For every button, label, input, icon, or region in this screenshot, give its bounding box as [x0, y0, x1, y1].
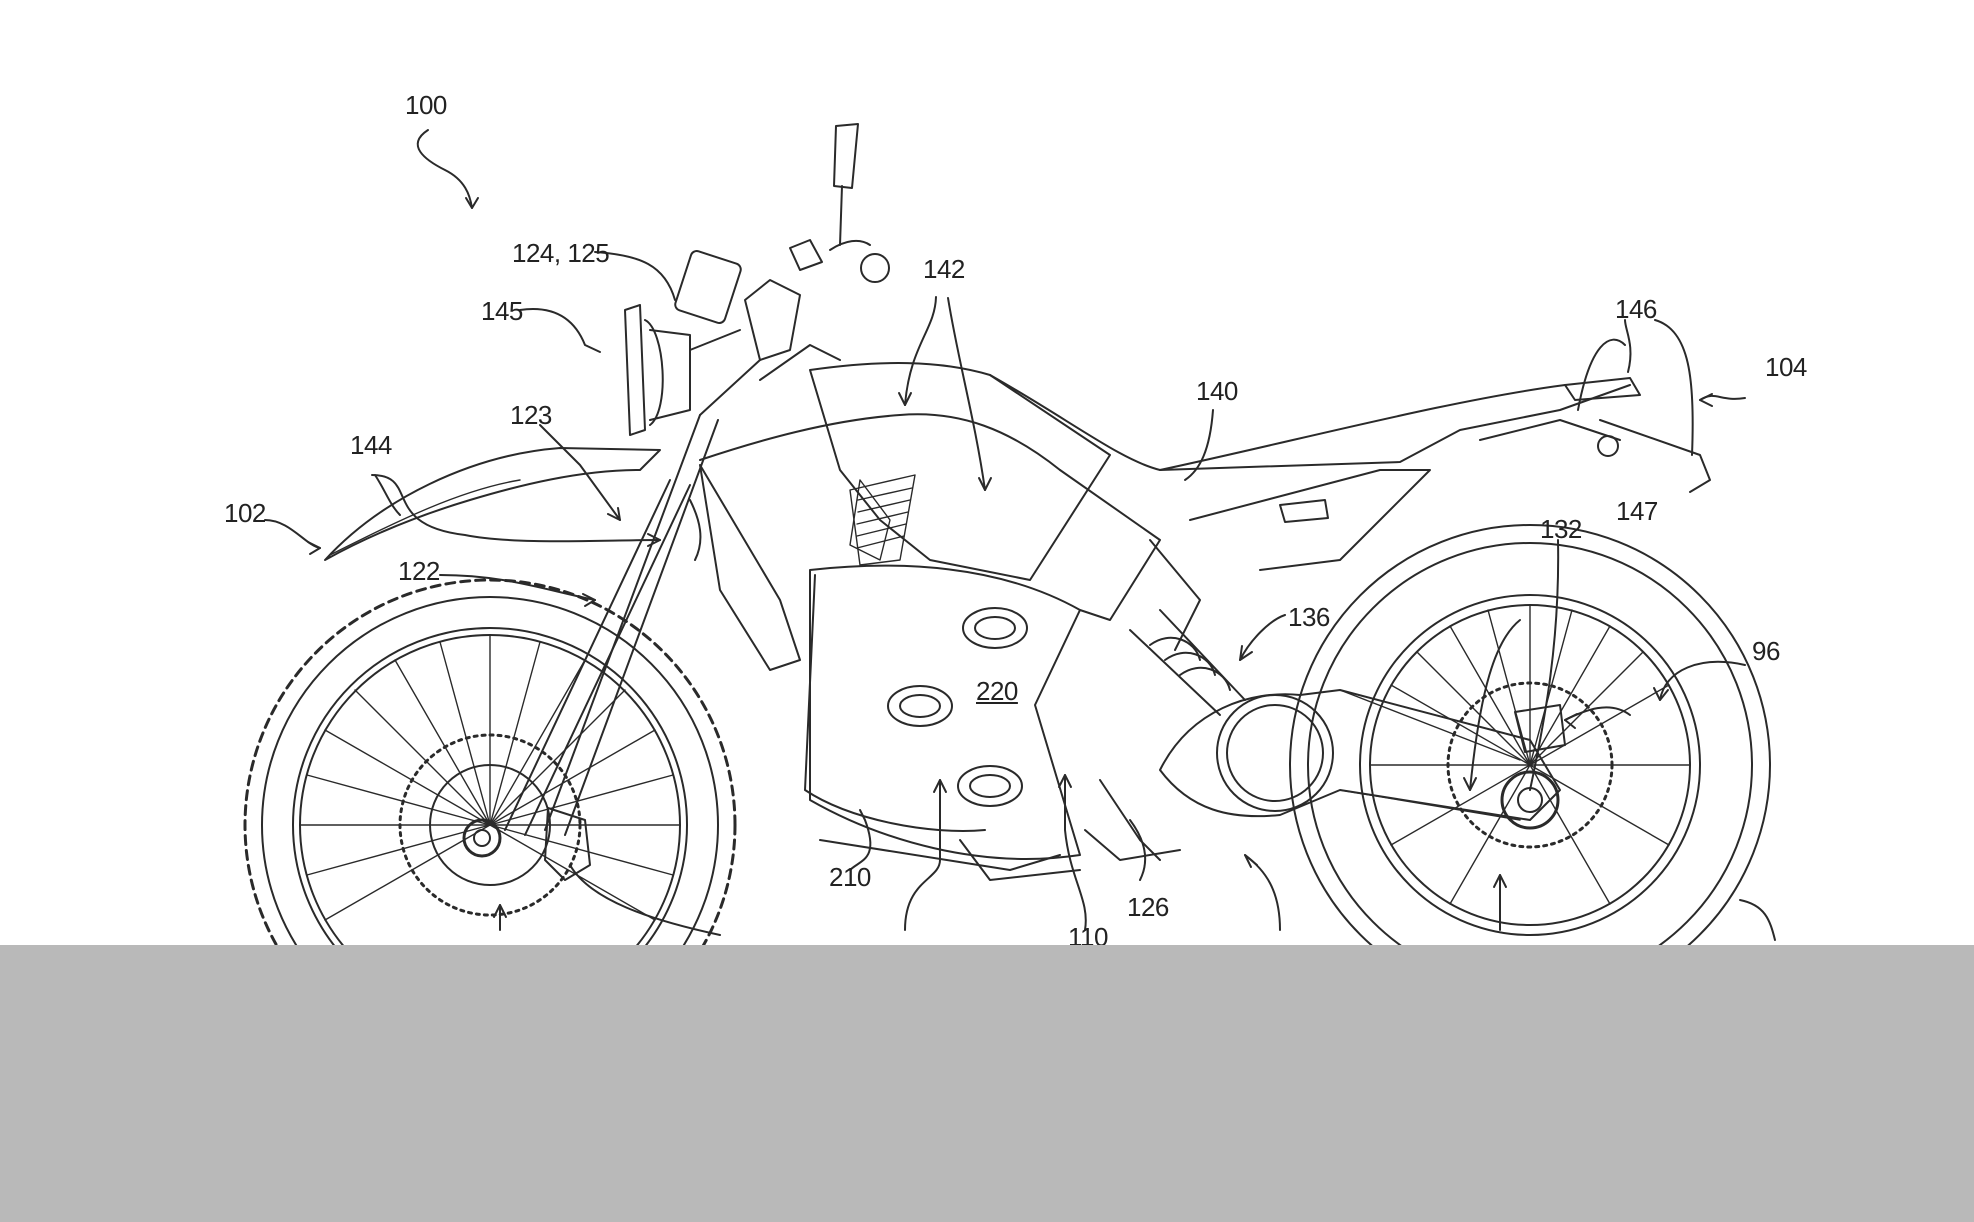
rear-wheel: [1289, 524, 1771, 945]
ref-124-125: 124, 125: [512, 238, 610, 268]
ref-126: 126: [1127, 892, 1169, 922]
front-spokes: [299, 634, 681, 921]
patent-drawing: 100 124, 125 145 142 123 144 102 122 140…: [224, 90, 1807, 945]
ref-100: 100: [405, 90, 447, 120]
battery-housing: [804, 564, 1081, 881]
ref-147: 147: [1616, 496, 1658, 526]
ref-96: 96: [1752, 636, 1780, 666]
ref-144: 144: [350, 430, 392, 460]
front-fork: [504, 414, 719, 836]
ref-123: 123: [510, 400, 552, 430]
radiator-grille: [849, 474, 916, 566]
rear-shock: [1129, 609, 1246, 716]
rear-spokes: [1369, 604, 1691, 905]
front-fender: [324, 447, 661, 561]
front-caliper: [544, 807, 591, 881]
ref-145: 145: [481, 296, 523, 326]
ref-142: 142: [923, 254, 965, 284]
ref-220: 220: [976, 676, 1018, 706]
ref-146: 146: [1615, 294, 1657, 324]
ref-122: 122: [398, 556, 440, 586]
motorcycle-line-art: [243, 123, 1776, 945]
motor-swingarm: [1159, 689, 1561, 821]
leader-lines: [264, 129, 1776, 941]
handlebar-cluster: [674, 123, 890, 381]
headlight: [624, 304, 691, 436]
ref-110: 110: [1068, 922, 1108, 945]
frame-rails: [699, 359, 1201, 861]
ref-210: 210: [829, 862, 871, 892]
ref-104: 104: [1765, 352, 1807, 382]
front-wheel: [243, 578, 737, 945]
ref-136: 136: [1288, 602, 1330, 632]
ref-102: 102: [224, 498, 266, 528]
gray-bottom-band: [0, 945, 1974, 1222]
ref-140: 140: [1196, 376, 1238, 406]
ref-132: 132: [1540, 514, 1582, 544]
